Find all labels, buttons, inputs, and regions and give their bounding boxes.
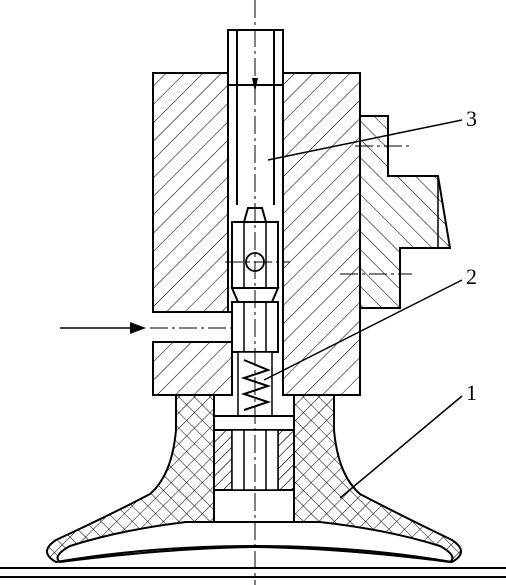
arrow-right-icon	[130, 322, 146, 334]
leader-line-1	[339, 395, 463, 499]
centerlines	[150, 0, 412, 585]
label-part-3: 3	[466, 106, 477, 131]
leader-line-2	[263, 279, 463, 381]
leader-lines	[263, 119, 463, 499]
label-part-2: 2	[466, 264, 477, 289]
arrow-down-icon	[252, 78, 258, 92]
suction-cup	[46, 394, 462, 564]
mounting-bracket	[359, 115, 452, 309]
valve-stem	[230, 207, 280, 353]
push-rod	[227, 29, 284, 205]
work-surface	[0, 567, 506, 578]
leader-line-3	[267, 119, 463, 161]
inlet-passage	[60, 311, 232, 343]
label-part-1: 1	[466, 380, 477, 405]
